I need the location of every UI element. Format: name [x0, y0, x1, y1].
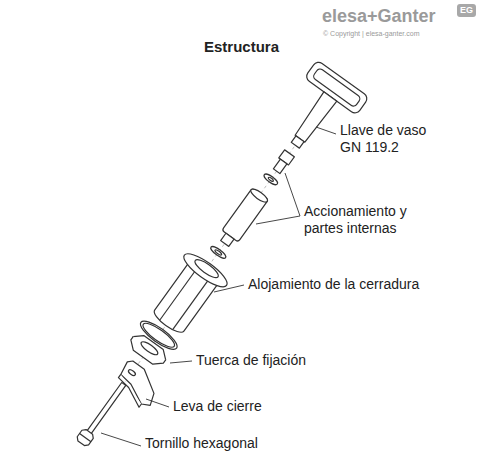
part-label: Llave de vaso GN 119.2: [340, 122, 440, 156]
part-label: Alojamiento de la cerradura: [248, 276, 419, 293]
part-label: Leva de cierre: [173, 398, 262, 415]
brand-logo: elesa+Ganter: [322, 6, 436, 28]
part-label: Tornillo hexagonal: [145, 435, 258, 452]
drive-cylinder: [208, 187, 269, 261]
copyright-note: © Copyright | elesa-ganter.com: [323, 30, 419, 38]
locking-cam: [110, 359, 166, 412]
hex-screw: [75, 380, 129, 447]
drive-bit: [263, 149, 296, 187]
diagram-title: Estructura: [204, 38, 279, 56]
axis-line: [84, 98, 329, 439]
part-label: Accionamiento y partes internas: [304, 203, 429, 237]
brand-badge: EG: [457, 4, 476, 17]
part-label: Tuerca de fijación: [196, 352, 306, 369]
